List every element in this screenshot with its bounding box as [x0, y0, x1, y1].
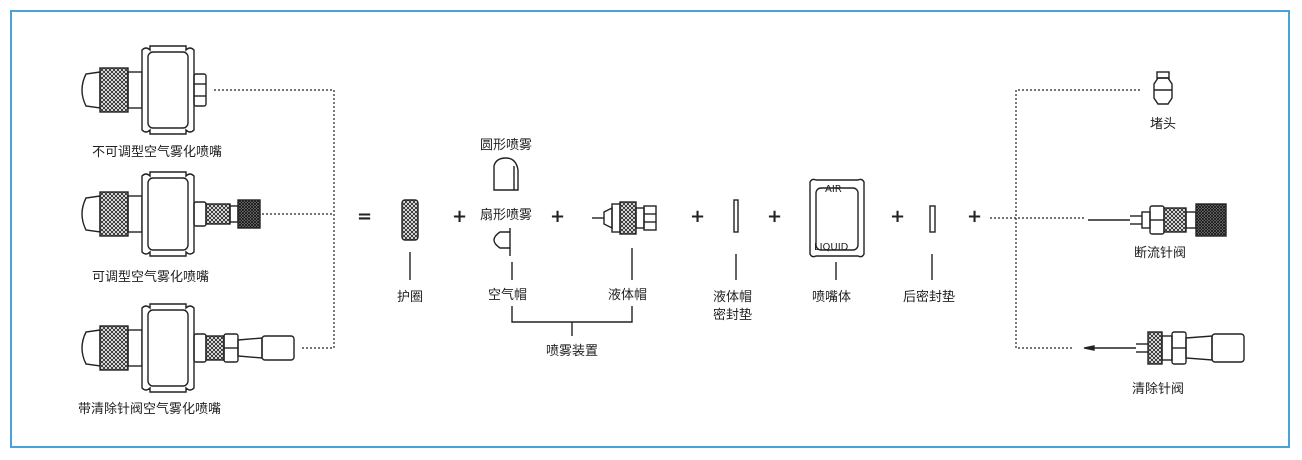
- fluid-cap-drawing: [592, 201, 657, 235]
- fan-spray-cap-drawing: [493, 231, 510, 249]
- cleanout-needle-label: 清除针阀: [1132, 382, 1185, 397]
- plus-sign: +: [550, 206, 566, 227]
- adjustable-nozzle-label: 可调型空气雾化喷嘴: [92, 270, 210, 285]
- fluid-cap-gasket-label-line2: 密封垫: [713, 308, 753, 323]
- right-connectors: [990, 89, 1140, 349]
- cleanout-nozzle-drawing: [81, 303, 295, 393]
- plus-sign: +: [890, 206, 906, 227]
- fluid-cap-gasket-drawing: [733, 199, 739, 233]
- diagram-frame: [10, 10, 1290, 448]
- air-cap-label: 空气帽: [488, 288, 528, 303]
- shutoff-needle-label: 断流针阀: [1134, 246, 1187, 261]
- nozzle-body-drawing: [809, 178, 865, 258]
- plus-sign: +: [967, 206, 983, 227]
- nozzle-body-label: 喷嘴体: [812, 290, 852, 305]
- guard-ring-label: 护圈: [397, 290, 424, 305]
- shutoff-needle-drawing: [1088, 203, 1227, 237]
- fixed-nozzle-drawing: [81, 45, 207, 135]
- plus-sign: +: [767, 206, 783, 227]
- left-connectors: [214, 89, 335, 349]
- spray-setup-label: 喷雾装置: [546, 344, 599, 359]
- spray-setup-bracket: [511, 306, 633, 323]
- fan-spray-label: 扇形喷雾: [480, 208, 533, 223]
- back-gasket-drawing: [929, 205, 936, 233]
- plug-label: 堵头: [1150, 117, 1177, 132]
- fixed-nozzle-label: 不可调型空气雾化喷嘴: [92, 145, 223, 160]
- plus-sign: +: [690, 206, 706, 227]
- fluid-cap-gasket-label-line1: 液体帽: [713, 290, 753, 305]
- equals-sign: =: [357, 206, 373, 227]
- body-air-text: AIR: [825, 184, 842, 195]
- adjustable-nozzle-drawing: [81, 171, 261, 257]
- body-liquid-text: LIQUID: [814, 242, 849, 253]
- back-gasket-label: 后密封垫: [903, 290, 956, 305]
- round-spray-label: 圆形喷雾: [480, 138, 533, 153]
- fluid-cap-label: 液体帽: [608, 288, 648, 303]
- plug-drawing: [1153, 71, 1173, 105]
- cleanout-nozzle-label: 带清除针阀空气雾化喷嘴: [78, 402, 222, 417]
- cleanout-needle-drawing: [1083, 331, 1245, 365]
- plus-sign: +: [452, 206, 468, 227]
- guard-ring-drawing: [401, 199, 419, 241]
- round-spray-cap-drawing: [493, 157, 519, 191]
